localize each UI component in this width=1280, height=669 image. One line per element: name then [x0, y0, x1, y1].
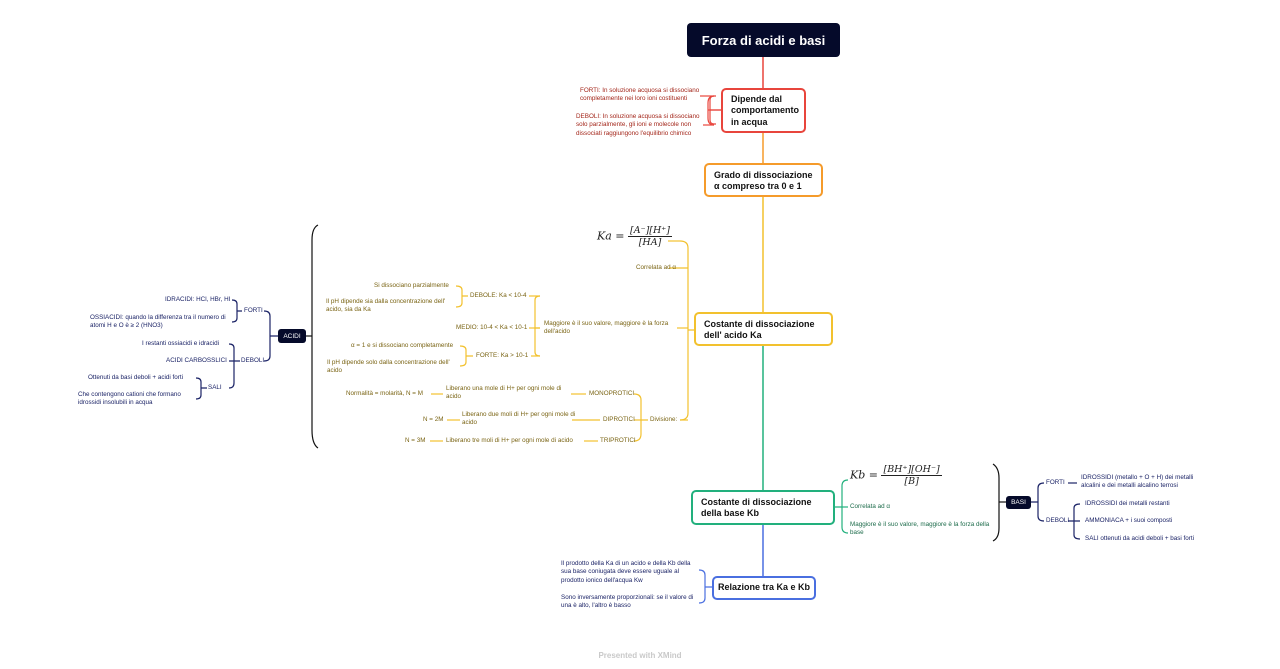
acidi-sali-ottenuti-text: Ottenuti da basi deboli + acidi forti	[88, 374, 184, 381]
root-topic[interactable]: Forza di acidi e basi	[687, 23, 840, 57]
kb-formula-lhs: Kb =	[850, 468, 878, 482]
ka-medio-text: MEDIO: 10-4 < Ka < 10-1	[456, 324, 528, 331]
basi-deboli-label: DEBOLI	[1046, 517, 1070, 524]
acidi-sali-cationi-text: Che contengono cationi che formano idros…	[78, 391, 181, 407]
basi-deboli-ammoniaca-text: AMMONIACA + i suoi composti	[1085, 517, 1173, 524]
ka-debole-ph-text: Il pH dipende sia dalla concentrazione d…	[326, 298, 446, 314]
kb-formula-numerator: [BH⁺][OH⁻]	[881, 464, 942, 476]
dipende-deboli-text: DEBOLI: In soluzione acquosa si dissocia…	[576, 113, 700, 137]
acidi-forti-label: FORTI	[244, 307, 263, 314]
topic-costante-kb[interactable]: Costante di dissociazione della base Kb	[691, 490, 835, 525]
acidi-label[interactable]: ACIDI	[278, 329, 306, 343]
ka-correlata-text: Correlata ad α	[636, 264, 677, 271]
ka-formula: Ka = [A⁻][H⁺][HA]	[597, 225, 672, 248]
ka-formula-numerator: [A⁻][H⁺]	[628, 225, 672, 237]
acidi-restanti-text: I restanti ossiacidi e idracidi	[142, 340, 219, 347]
relazione-prodotto-text: Il prodotto della Ka di un acido e della…	[561, 560, 691, 584]
kb-correlata-text: Correlata ad α	[850, 503, 891, 510]
triprotici-normalita: N = 3M	[405, 437, 426, 444]
topic-relazione-ka-kb[interactable]: Relazione tra Ka e Kb	[712, 576, 816, 600]
triprotici-label: TRIPROTICI	[600, 437, 636, 444]
ka-forte-ph-text: Il pH dipende solo dalla concentrazione …	[327, 359, 450, 375]
acidi-ossiacidi-text: OSSIACIDI: quando la differenza tra il n…	[90, 314, 226, 330]
acidi-carbossilici-text: ACIDI CARBOSSLICI	[166, 357, 227, 364]
dipende-forti-text: FORTI: In soluzione acquosa si dissocian…	[580, 87, 700, 103]
ka-formula-lhs: Ka =	[597, 229, 625, 243]
relazione-inversamente-text: Sono inversamente proporzionali: se il v…	[561, 594, 694, 610]
kb-maggiore-text: Maggiore è il suo valore, maggiore è la …	[850, 521, 990, 537]
kb-formula-denominator: [B]	[904, 476, 919, 487]
basi-forti-label: FORTI	[1046, 479, 1065, 486]
acidi-idracidi-text: IDRACIDI: HCl, HBr, HI	[165, 296, 231, 303]
diprotici-normalita: N = 2M	[423, 416, 444, 423]
topic-grado-dissociazione[interactable]: Grado di dissociazione α compreso tra 0 …	[704, 163, 823, 197]
ka-debole-parziale-text: Si dissociano parzialmente	[374, 282, 449, 289]
xmind-footer: Presented with XMind	[598, 651, 682, 660]
basi-deboli-sali-text: SALI ottenuti da acidi deboli + basi for…	[1085, 535, 1195, 542]
basi-forti-idrossidi-text: IDROSSIDI (metallo + O + H) dei metalli …	[1081, 474, 1194, 490]
acidi-sali-label: SALI	[208, 384, 222, 391]
kb-formula: Kb = [BH⁺][OH⁻][B]	[850, 464, 942, 487]
triprotici-desc: Liberano tre moli di H+ per ogni mole di…	[446, 437, 573, 444]
topic-costante-ka[interactable]: Costante di dissociazione dell' acido Ka	[694, 312, 833, 346]
topic-dipende[interactable]: Dipende dal comportamento in acqua	[721, 88, 806, 133]
diprotici-label: DIPROTICI	[603, 416, 635, 423]
monoprotici-normalita: Normalità = molarità, N = M	[346, 390, 423, 397]
ka-formula-denominator: [HA]	[638, 237, 662, 248]
ka-forte-text: FORTE: Ka > 10-1	[476, 352, 529, 359]
ka-maggiore-text: Maggiore è il suo valore, maggiore è la …	[544, 320, 669, 336]
ka-divisione-text: Divisione:	[650, 416, 678, 423]
diprotici-desc: Liberano due moli di H+ per ogni mole di…	[462, 411, 576, 427]
ka-debole-text: DEBOLE: Ka < 10-4	[470, 292, 527, 299]
monoprotici-label: MONOPROTICI	[589, 390, 635, 397]
acidi-deboli-label: DEBOLI	[241, 357, 265, 364]
basi-deboli-idrossidi-text: IDROSSIDI dei metalli restanti	[1085, 500, 1170, 507]
basi-label[interactable]: BASI	[1006, 496, 1031, 509]
monoprotici-desc: Liberano una mole di H+ per ogni mole di…	[446, 385, 562, 401]
ka-forte-completa-text: α = 1 e si dissociano completamente	[351, 342, 454, 349]
